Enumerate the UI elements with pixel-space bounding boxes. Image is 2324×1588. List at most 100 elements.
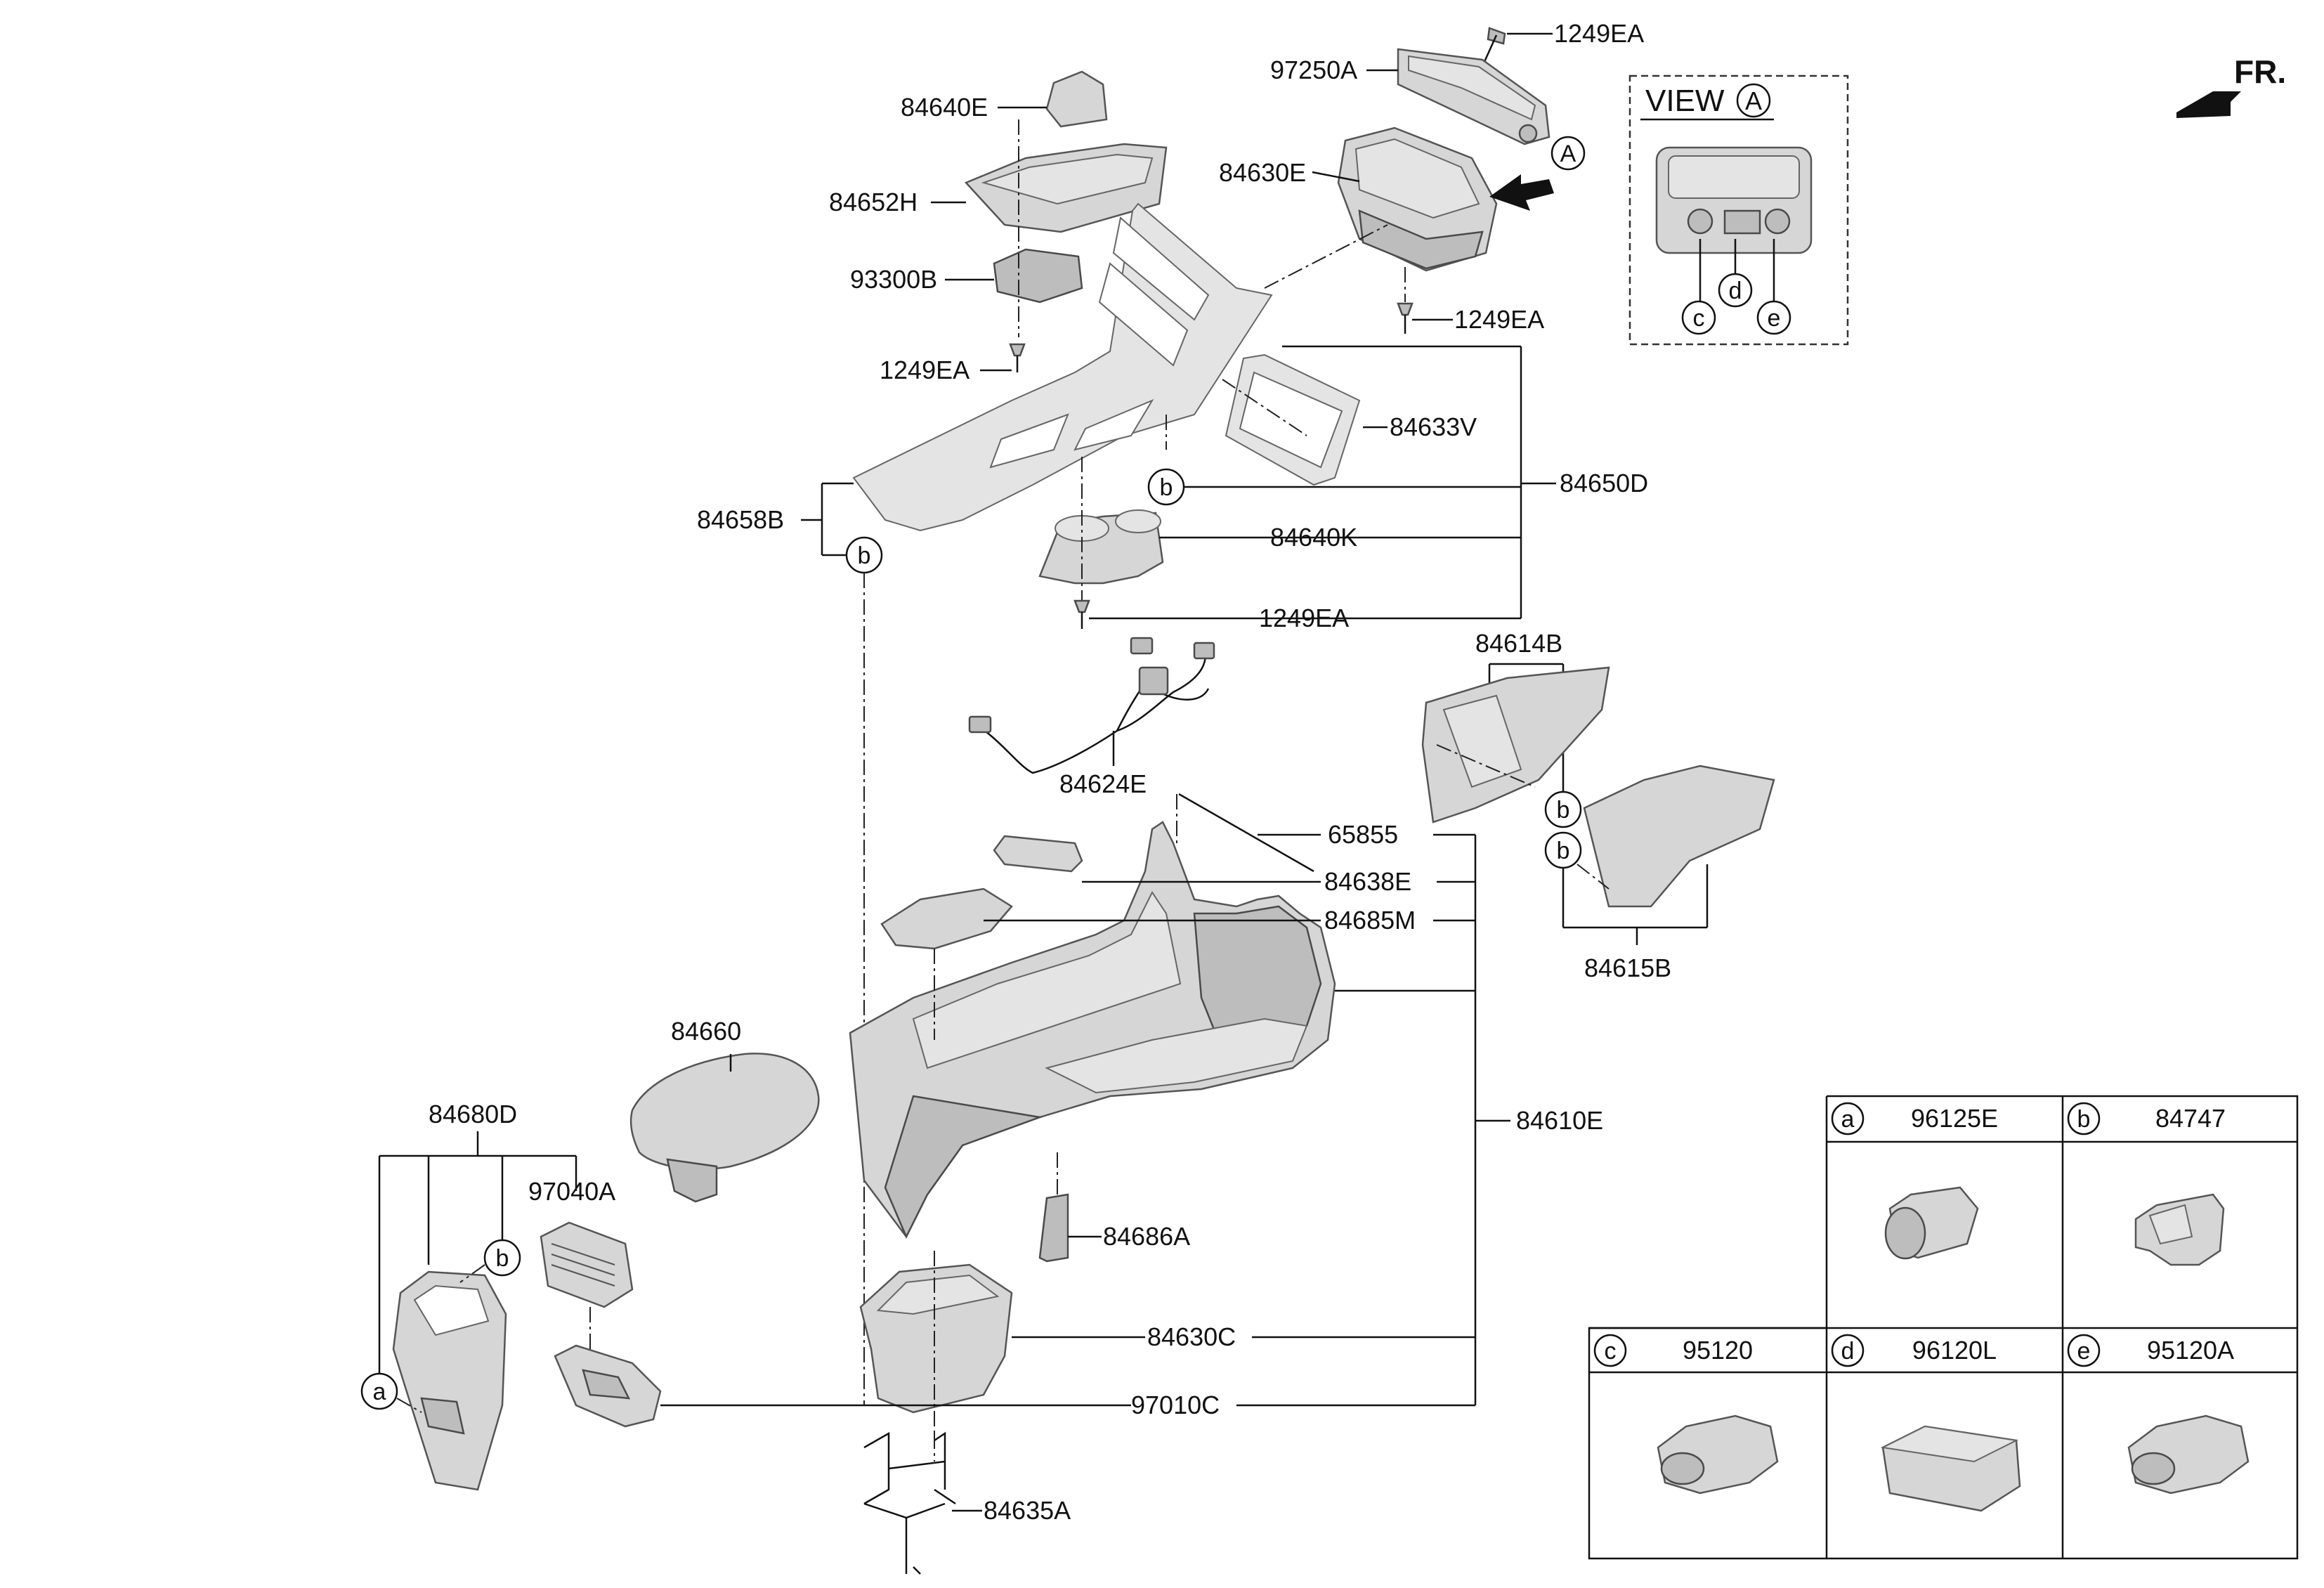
legend-d-part: 96120L xyxy=(1912,1336,1997,1365)
part-84615b-drawing xyxy=(1583,764,1775,908)
part-84652h-drawing xyxy=(964,143,1168,233)
callout-b-84615b-text: b xyxy=(1557,838,1570,864)
label-84610e: 84610E xyxy=(1516,1106,1603,1135)
view-a-panel: VIEW A c d e xyxy=(1628,74,1849,346)
view-callout-e-text: e xyxy=(1768,305,1781,332)
view-arrow-marker-circle xyxy=(1551,136,1586,171)
part-93300b-drawing xyxy=(993,248,1083,304)
view-callout-d xyxy=(1718,273,1753,308)
part-97010c-drawing xyxy=(554,1344,662,1428)
view-arrow-marker: A xyxy=(1560,141,1576,167)
legend-e-part: 95120A xyxy=(2147,1336,2234,1365)
part-84685m-drawing xyxy=(880,887,1013,950)
callout-b-84680d xyxy=(483,1239,521,1277)
part-84660-armrest-drawing xyxy=(629,1053,820,1203)
view-callout-d-text: d xyxy=(1729,278,1742,304)
label-84640e: 84640E xyxy=(901,93,988,122)
legend-table xyxy=(1588,1095,2299,1560)
label-84630c: 84630C xyxy=(1147,1322,1236,1351)
label-84650d: 84650D xyxy=(1560,469,1648,497)
screw-1249ea-left xyxy=(1009,343,1026,372)
part-84610e-console-drawing xyxy=(849,821,1336,1239)
legend-a-letter: a xyxy=(1841,1106,1855,1133)
legend-e-circle xyxy=(2067,1334,2101,1367)
view-callout-e xyxy=(1756,300,1791,335)
label-84680d: 84680D xyxy=(429,1100,517,1128)
part-84633v-drawing xyxy=(1225,353,1361,486)
part-84624e-drawing xyxy=(968,637,1215,774)
part-97040a-vent-drawing xyxy=(540,1221,634,1308)
view-a-frame xyxy=(1628,74,1849,346)
label-84614b: 84614B xyxy=(1475,629,1562,658)
legend-e-drawing xyxy=(2127,1414,2250,1495)
legend-a-drawing xyxy=(1884,1186,1979,1260)
legend-d-circle xyxy=(1831,1334,1865,1367)
part-84635a-drawing xyxy=(863,1431,956,1575)
legend-c-circle xyxy=(1593,1334,1627,1367)
label-97250a: 97250A xyxy=(1270,56,1357,84)
legend-e-letter: e xyxy=(2077,1338,2091,1365)
label-93300b: 93300B xyxy=(850,265,937,294)
callout-b-upper-text: b xyxy=(1160,474,1173,501)
view-a-marker: A xyxy=(1745,86,1762,115)
legend-d-letter: d xyxy=(1841,1338,1855,1365)
view-a-title: VIEW xyxy=(1645,84,1725,118)
label-84660: 84660 xyxy=(671,1017,741,1046)
legend-a-part: 96125E xyxy=(1911,1104,1998,1133)
legend-c-letter: c xyxy=(1605,1338,1617,1365)
label-1249ea-top: 1249EA xyxy=(1554,19,1644,48)
legend-b-letter: b xyxy=(2077,1106,2091,1133)
part-84680d-drawing xyxy=(392,1270,507,1491)
legend-a-circle xyxy=(1831,1102,1865,1135)
label-84652h: 84652H xyxy=(829,188,918,216)
view-a-marker-circle xyxy=(1736,83,1771,118)
view-a-control-panel-drawing xyxy=(1655,146,1813,254)
view-callout-c-text: c xyxy=(1693,305,1705,332)
front-direction-marker: FR. xyxy=(2176,53,2286,118)
screw-1249ea-bottom xyxy=(1073,599,1090,629)
label-84640k: 84640K xyxy=(1270,523,1357,552)
part-84614b-drawing xyxy=(1421,666,1610,824)
label-1249ea-left: 1249EA xyxy=(880,356,970,384)
legend-b-circle xyxy=(2067,1102,2101,1135)
screw-1249ea-right xyxy=(1397,302,1414,334)
part-84640e-drawing xyxy=(1045,70,1108,128)
callout-b-left-text: b xyxy=(858,542,871,569)
legend-c-drawing xyxy=(1657,1414,1779,1495)
callout-b-84614b-text: b xyxy=(1557,797,1570,824)
label-65855: 65855 xyxy=(1328,820,1398,849)
label-1249ea-right: 1249EA xyxy=(1454,305,1544,334)
legend-c-part: 95120 xyxy=(1683,1336,1753,1365)
label-84685m: 84685M xyxy=(1324,906,1416,935)
label-1249ea-bottom: 1249EA xyxy=(1259,604,1349,632)
label-97040a: 97040A xyxy=(528,1177,615,1206)
legend-b-drawing xyxy=(2134,1193,2225,1266)
view-a-arrow-icon xyxy=(1489,174,1554,211)
console-upper-trim-drawing xyxy=(852,202,1273,532)
label-84615b: 84615B xyxy=(1584,954,1671,982)
label-97010c: 97010C xyxy=(1131,1391,1220,1419)
label-84630e: 84630E xyxy=(1219,158,1306,187)
view-callout-c xyxy=(1681,300,1716,335)
label-84635a: 84635A xyxy=(984,1496,1071,1525)
label-84658b: 84658B xyxy=(697,505,784,534)
front-arrow-icon xyxy=(2176,91,2241,118)
callout-b-84614b xyxy=(1544,790,1582,828)
label-84624e: 84624E xyxy=(1059,769,1147,798)
label-84686a: 84686A xyxy=(1103,1222,1190,1251)
part-84686a-drawing xyxy=(1038,1193,1069,1263)
callout-a-text: a xyxy=(373,1379,386,1405)
callout-b-84680d-text: b xyxy=(496,1245,509,1272)
part-84640k-drawing xyxy=(1038,509,1164,585)
legend-d-drawing xyxy=(1880,1425,2021,1512)
legend-b-part: 84747 xyxy=(2155,1104,2226,1133)
label-84633v: 84633V xyxy=(1390,412,1477,441)
part-97250a-drawing xyxy=(1397,48,1551,145)
part-84638e-drawing xyxy=(993,835,1083,873)
label-84638e: 84638E xyxy=(1324,867,1411,896)
callout-a xyxy=(360,1372,398,1410)
part-84630c-drawing xyxy=(859,1263,1013,1414)
front-marker-label: FR. xyxy=(2234,53,2286,90)
part-84630e-drawing xyxy=(1337,126,1498,272)
